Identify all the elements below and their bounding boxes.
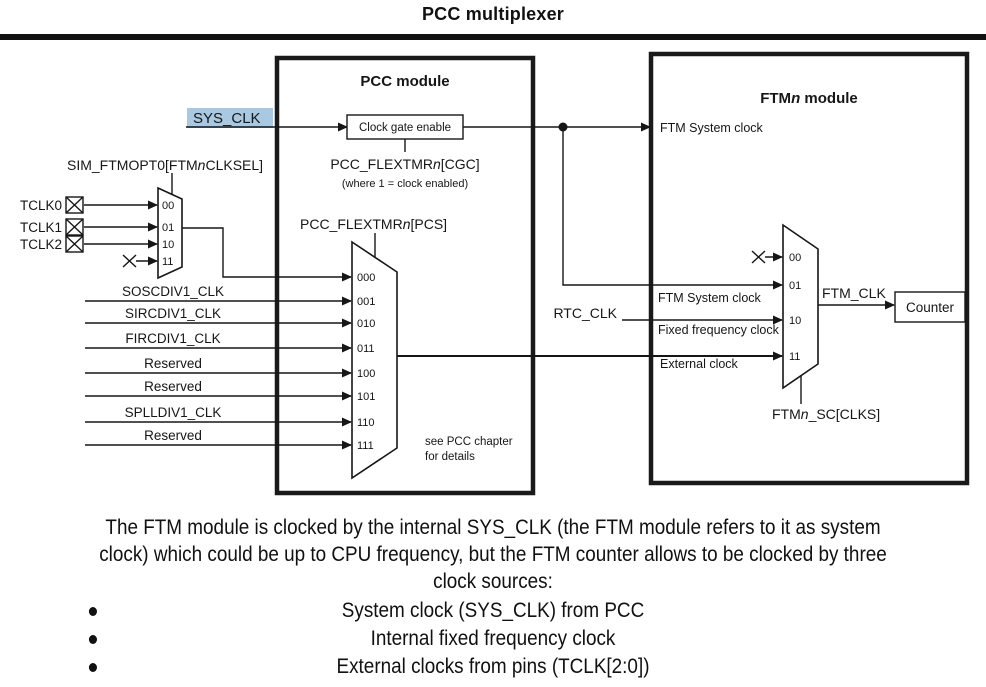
paragraph-line: The FTM module is clocked by the interna… (105, 516, 881, 539)
clock-source-1: SIRCDIV1_CLK (125, 306, 221, 321)
counter-label: Counter (906, 300, 955, 315)
sim-mux-in-11: 11 (162, 256, 173, 268)
ftm-mux-in-00: 00 (789, 252, 801, 264)
sim-mux (157, 186, 183, 280)
bullet-item: External clocks from pins (TCLK[2:0]) (49, 653, 936, 681)
see-pcc-note-1: see PCC chapter (425, 436, 513, 448)
ftm-mux-00-unconnected-x (751, 250, 783, 264)
clock-source-4: Reserved (144, 379, 202, 394)
pcs-mux-in-010: 010 (357, 318, 375, 330)
sysclk-highlight (187, 108, 273, 128)
tclk1-label: TCLK1 (20, 220, 62, 235)
rtc-clk-label: RTC_CLK (553, 305, 617, 321)
wire-sim-mux-out (182, 227, 352, 282)
paragraph-line: clock sources: (433, 570, 553, 593)
sim-mux-11-unconnected-x (122, 254, 158, 268)
ftm-mux-sys-label: FTM System clock (658, 291, 762, 305)
ftm-clk-label: FTM_CLK (822, 285, 886, 301)
pcs-label: PCC_FLEXTMRn[PCS] (300, 216, 447, 232)
clock-source-2: FIRCDIV1_CLK (125, 331, 220, 346)
tclk2-label: TCLK2 (20, 237, 62, 252)
pcs-mux-in-110: 110 (357, 417, 375, 429)
pcc-module-box (274, 55, 536, 496)
ftm-mux-in-11: 11 (789, 351, 800, 363)
bullet-icon (88, 607, 98, 616)
page-title: PCC multiplexer (421, 4, 565, 24)
bullet-text: System clock (SYS_CLK) from PCC (341, 599, 645, 622)
ftm-clks-mux (782, 223, 819, 390)
sim-mux-in-10: 10 (162, 239, 174, 251)
tclk1-pin-icon (65, 218, 84, 236)
ftm-module-title: FTMn module (760, 90, 858, 107)
pcs-mux (351, 240, 398, 480)
bullet-icon (88, 635, 98, 644)
clock-gate-box (346, 114, 464, 140)
cgc-label: PCC_FLEXTMRn[CGC] (330, 156, 479, 172)
bullet-item: System clock (SYS_CLK) from PCC (49, 597, 936, 625)
ftm-mux-ext-label: External clock (660, 357, 739, 371)
ftm-mux-in-10: 10 (789, 315, 801, 327)
pcs-mux-in-001: 001 (357, 296, 375, 308)
see-pcc-note-2: for details (425, 451, 475, 463)
ftm-mux-in-01: 01 (789, 280, 801, 292)
bullet-text: Internal fixed frequency clock (370, 627, 616, 650)
pcs-mux-in-111: 111 (357, 440, 374, 452)
footer-paragraph: The FTM module is clocked by the interna… (49, 514, 936, 595)
bullet-item: Internal fixed frequency clock (49, 625, 936, 653)
clock-source-6: Reserved (144, 428, 202, 443)
sim-mux-in-00: 00 (162, 200, 174, 212)
wire-sysclk-to-ftm-mux (562, 127, 783, 290)
tclk2-pin-icon (65, 235, 84, 253)
clock-source-3: Reserved (144, 356, 202, 371)
clock-source-5: SPLLDIV1_CLK (125, 405, 222, 420)
pcs-mux-in-011: 011 (357, 343, 375, 355)
tclk0-pin-icon (65, 196, 84, 214)
ftm-module-box (648, 51, 970, 486)
sim-mux-in-01: 01 (162, 222, 174, 234)
pcc-module-title: PCC module (360, 73, 449, 90)
counter-box (894, 291, 966, 323)
sysclk-label: SYS_CLK (193, 110, 261, 127)
clock-gate-label: Clock gate enable (359, 122, 451, 134)
clocking-diagram: PCC module FTMn module SYS_CLK Clock gat… (20, 51, 970, 496)
pcs-mux-in-100: 100 (357, 368, 375, 380)
ftm-system-clock-in-label: FTM System clock (660, 121, 764, 135)
bullet-icon (88, 663, 98, 672)
pcs-mux-in-101: 101 (357, 391, 375, 403)
clock-source-0: SOSCDIV1_CLK (122, 284, 224, 299)
clks-label: FTMn_SC[CLKS] (772, 406, 880, 422)
pcs-mux-in-000: 000 (357, 272, 375, 284)
tclk0-label: TCLK0 (20, 198, 62, 213)
footer-bullets: System clock (SYS_CLK) from PCC Internal… (49, 597, 936, 681)
bullet-text: External clocks from pins (TCLK[2:0]) (336, 655, 650, 678)
ftm-mux-fixed-label: Fixed frequency clock (658, 323, 780, 337)
title-rule (0, 34, 986, 40)
cgc-note: (where 1 = clock enabled) (342, 178, 468, 190)
sim-mux-label: SIM_FTMOPT0[FTMnCLKSEL] (67, 157, 263, 173)
paragraph-line: clock) which could be up to CPU frequenc… (99, 543, 887, 566)
